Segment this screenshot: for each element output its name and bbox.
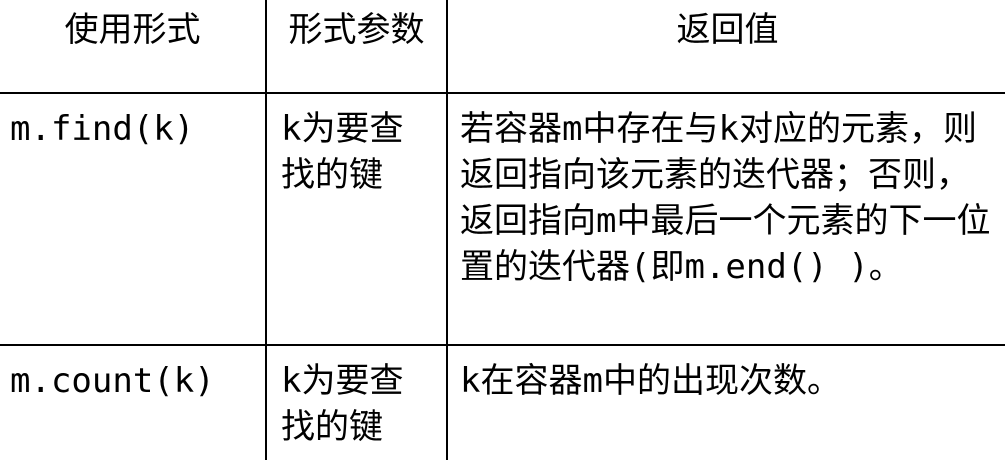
table-header-row: 使用形式 形式参数 返回值 <box>0 0 1005 94</box>
header-return: 返回值 <box>446 0 1005 94</box>
cell-return: 若容器m中存在与k对应的元素，则返回指向该元素的迭代器；否则，返回指向m中最后一… <box>446 92 1005 346</box>
header-usage: 使用形式 <box>0 0 267 94</box>
cell-param: k为要查找的键 <box>265 344 448 460</box>
cell-return: k在容器m中的出现次数。 <box>446 344 1005 460</box>
header-param: 形式参数 <box>265 0 448 94</box>
table-row: m.count(k) k为要查找的键 k在容器m中的出现次数。 <box>0 344 1005 460</box>
cell-usage: m.find(k) <box>0 92 267 346</box>
cell-usage: m.count(k) <box>0 344 267 460</box>
table-row: m.find(k) k为要查找的键 若容器m中存在与k对应的元素，则返回指向该元… <box>0 92 1005 346</box>
cell-param: k为要查找的键 <box>265 92 448 346</box>
